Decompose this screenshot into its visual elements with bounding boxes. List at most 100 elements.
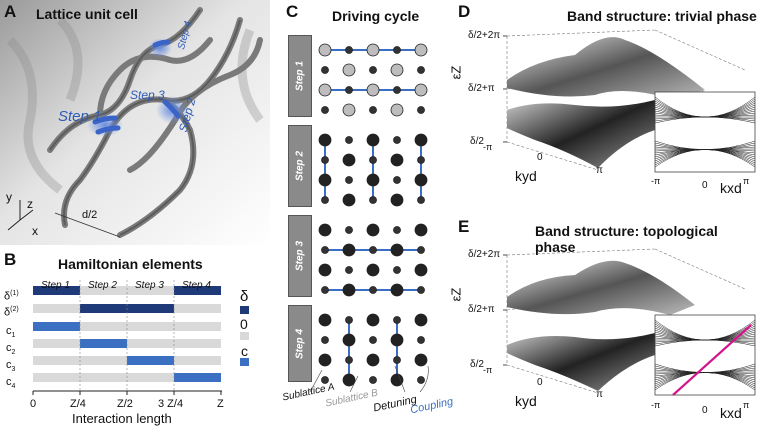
lattice-site (393, 86, 401, 94)
axis-x-label: x (32, 224, 38, 238)
lattice-site (393, 356, 401, 364)
kx-tick: π (743, 400, 750, 410)
panel-label: B (4, 250, 17, 269)
lattice-site (321, 156, 329, 164)
lattice-site (414, 263, 428, 277)
y-tick: δ/2 (470, 136, 484, 147)
step-header: Step 3 (135, 280, 164, 291)
row-label: c2 (6, 342, 16, 357)
x-tick: Z/4 (70, 398, 86, 410)
lattice-site (393, 316, 401, 324)
lattice-site (318, 223, 332, 237)
lattice-site (390, 283, 404, 297)
step-header: Step 4 (182, 280, 211, 291)
step-label: Step 1 (58, 108, 102, 125)
lattice-site (345, 266, 353, 274)
dimension-label: d/2 (82, 209, 98, 221)
lower-band-surface (507, 100, 655, 168)
lattice-site (366, 133, 380, 147)
ky-tick: -π (483, 365, 493, 375)
lattice-site (318, 173, 332, 187)
lattice-site (417, 156, 425, 164)
projection-panel (654, 314, 756, 396)
panel-d: D Band structure: trivial phase (448, 0, 757, 205)
kx-axis-label: kxd (720, 405, 742, 421)
lattice-site (369, 106, 377, 114)
step-header: Step 2 (88, 280, 117, 291)
lattice-site (321, 286, 329, 294)
kx-axis-label: kxd (720, 180, 742, 196)
lattice-site (321, 106, 329, 114)
y-tick: δ/2+π (468, 83, 495, 94)
y-tick: δ/2+2π (468, 30, 501, 41)
lattice-site (345, 356, 353, 364)
step-label: Step 3 (130, 88, 165, 102)
lattice-site (417, 106, 425, 114)
panel-title: Band structure: topological phase (535, 223, 718, 255)
lattice-site (321, 196, 329, 204)
panel-b: B Hamiltonian elements Step 1 Step 2 Ste… (0, 248, 270, 429)
step-header: Step 1 (41, 280, 70, 291)
lattice-site (366, 83, 380, 97)
legend-delta: δ (240, 288, 249, 305)
legend-swatch-zero (240, 332, 249, 340)
y-tick: δ/2+2π (468, 249, 501, 260)
step-box: Step 1 (288, 35, 312, 117)
lattice-site (414, 173, 428, 187)
lattice-site (321, 246, 329, 254)
lattice-site (318, 133, 332, 147)
y-tick: δ/2 (470, 359, 484, 370)
lattice-site (345, 316, 353, 324)
panel-e: E Band structure: topological phase εZ δ… (448, 215, 757, 429)
lattice-site (345, 176, 353, 184)
bar-active-segment (174, 286, 221, 295)
lattice-site (369, 336, 377, 344)
lattice-site (318, 83, 332, 97)
lattice-site (369, 286, 377, 294)
panel-label: C (286, 2, 299, 21)
lattice-site (390, 193, 404, 207)
lattice-site (342, 333, 356, 347)
lattice-site (369, 376, 377, 384)
lattice-site (342, 193, 356, 207)
ky-axis-label: kyd (515, 393, 537, 409)
lattice-site (390, 333, 404, 347)
lattice-site (393, 46, 401, 54)
panel-label: A (4, 2, 17, 21)
x-tick: 3 Z/4 (158, 398, 184, 410)
lattice-site (342, 283, 356, 297)
axes-gizmo (7, 200, 34, 231)
ky-tick: 0 (537, 377, 543, 388)
lattice-site (318, 313, 332, 327)
lattice-site (318, 263, 332, 277)
ky-axis-label: kyd (515, 168, 537, 184)
lattice-site (390, 153, 404, 167)
kx-tick: π (743, 176, 750, 186)
x-tick: 0 (30, 398, 37, 410)
lattice-site (393, 176, 401, 184)
projection-curve (654, 140, 756, 150)
lattice-site (393, 136, 401, 144)
ky-tick: 0 (537, 152, 543, 163)
lattice-site (390, 373, 404, 387)
lattice-site (345, 226, 353, 234)
row-label: δ(2) (4, 306, 19, 319)
axis-z-label: z (27, 197, 33, 211)
lattice-site (414, 353, 428, 367)
lattice-site (342, 373, 356, 387)
lattice-site (417, 336, 425, 344)
lattice-site (417, 66, 425, 74)
lattice-site (366, 313, 380, 327)
row-label: c4 (6, 376, 16, 391)
y-axis-label: εZ (448, 65, 464, 80)
bar-active-segment (80, 339, 127, 348)
driving-cycle-lattice (309, 43, 429, 393)
lattice-site (342, 243, 356, 257)
x-axis-label: Interaction length (72, 411, 172, 426)
y-tick: δ/2+π (468, 304, 495, 315)
y-axis-label: εZ (448, 287, 464, 302)
lattice-site (417, 376, 425, 384)
step-box: Step 2 (288, 125, 312, 207)
lattice-site (390, 103, 404, 117)
kx-tick: 0 (702, 180, 708, 191)
